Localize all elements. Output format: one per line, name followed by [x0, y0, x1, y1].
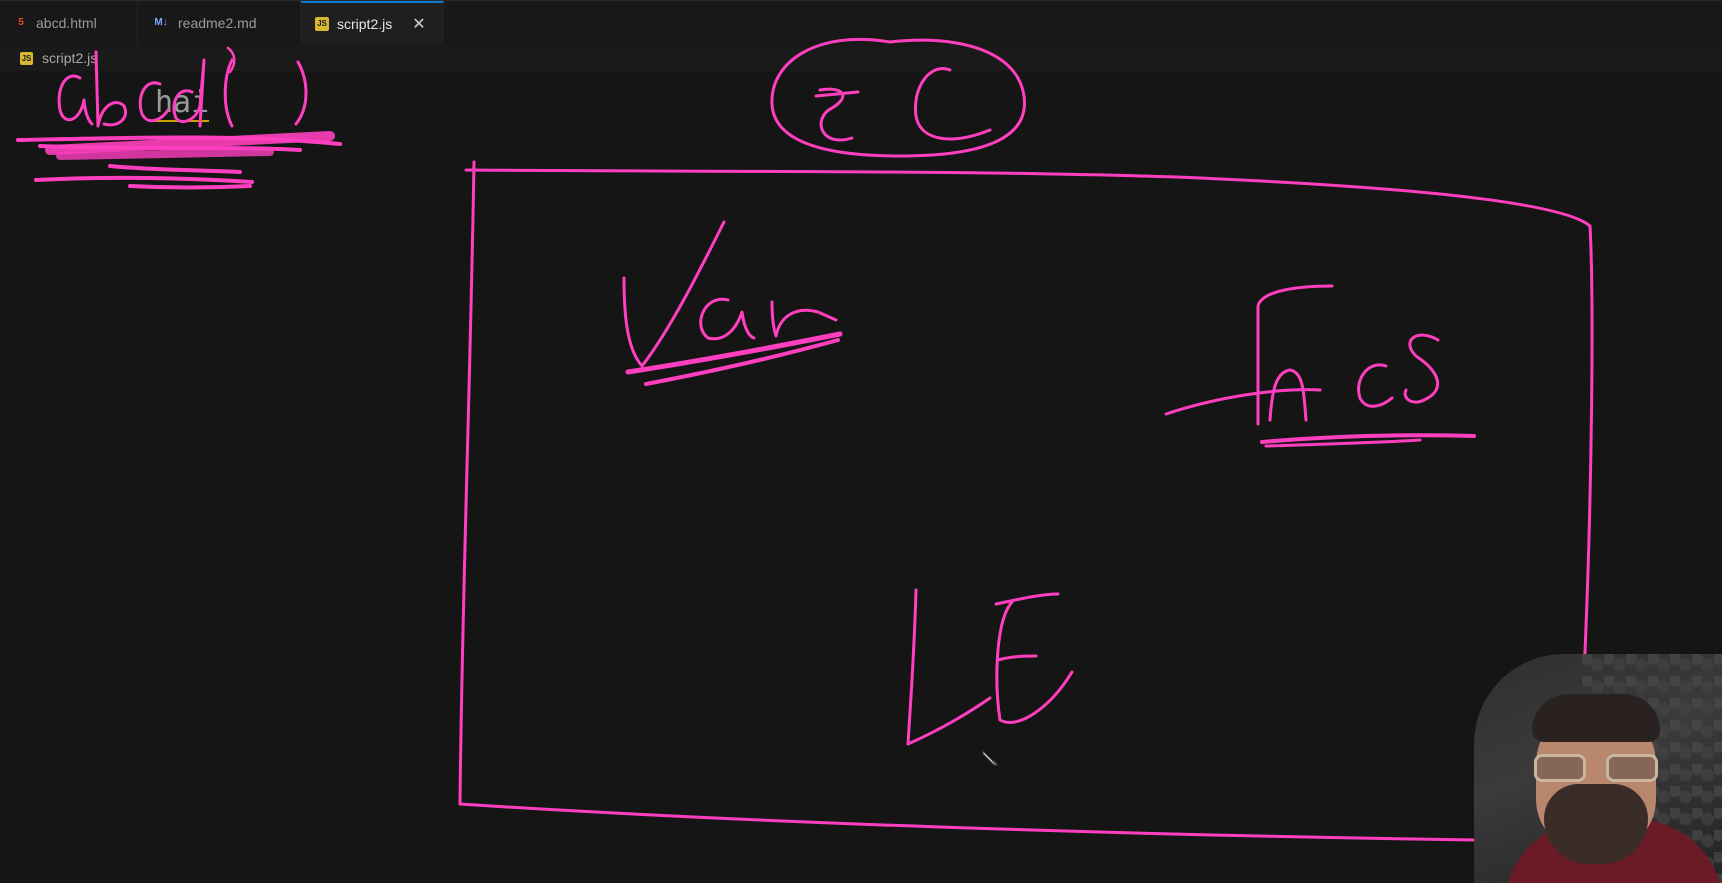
- presenter-glasses: [1534, 754, 1658, 784]
- pen-cursor-icon: [980, 748, 1000, 768]
- breadcrumb-file[interactable]: script2.js: [42, 50, 98, 66]
- presenter-beard: [1544, 784, 1648, 864]
- javascript-icon: JS: [20, 51, 33, 65]
- tab-bar: 5 abcd.html M↓ readme2.md JS script2.js …: [0, 0, 1722, 45]
- presenter-hair: [1532, 694, 1660, 742]
- javascript-icon: JS: [315, 17, 329, 31]
- close-tab-icon[interactable]: ✕: [412, 16, 426, 33]
- code-text: hai: [155, 85, 210, 122]
- markdown-icon: M↓: [154, 17, 168, 28]
- tab-readme2-md[interactable]: M↓ readme2.md: [138, 1, 301, 45]
- tab-label: readme2.md: [178, 15, 257, 31]
- tab-script2-js[interactable]: JS script2.js ✕: [301, 1, 444, 45]
- code-line[interactable]: hai: [155, 85, 210, 122]
- editor-area[interactable]: hai: [0, 71, 1722, 883]
- webcam-overlay: [1474, 654, 1722, 883]
- tab-label: script2.js: [337, 16, 393, 32]
- html5-icon: 5: [18, 17, 24, 28]
- tab-label: abcd.html: [36, 15, 97, 31]
- breadcrumb: JS script2.js: [0, 45, 1722, 71]
- tab-abcd-html[interactable]: 5 abcd.html: [0, 1, 138, 45]
